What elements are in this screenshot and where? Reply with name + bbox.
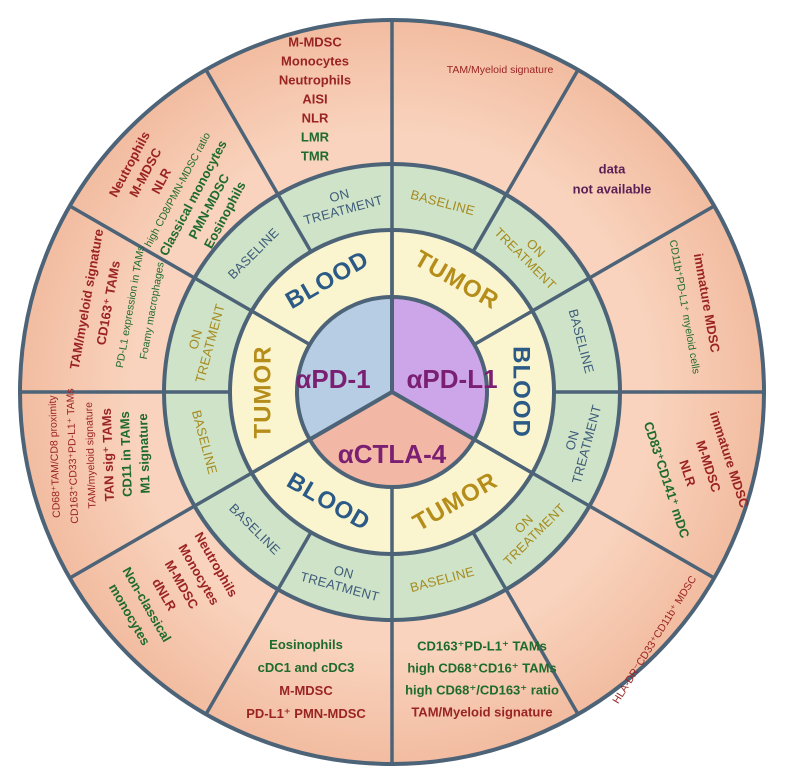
drug-label-pd1: αPD-1 bbox=[295, 364, 370, 394]
biomarker-group-ctla4-tumor-base: CD163⁺PD-L1⁺ TAMs high CD68⁺CD16⁺ TAMs hig… bbox=[405, 638, 559, 719]
biomarker-item: high CD68⁺CD16⁺ TAMs bbox=[407, 660, 556, 675]
biomarker-item: cDC1 and cDC3 bbox=[258, 660, 355, 675]
biomarker-item: TAN sig⁺ TAMs bbox=[99, 408, 117, 502]
biomarker-item: CD68⁺TAM/CD8 proximity bbox=[47, 394, 63, 518]
phase-divider bbox=[471, 530, 580, 716]
biomarker-item: CD11 in TAMs bbox=[117, 411, 135, 497]
drug-label-pdl1: αPD-L1 bbox=[406, 364, 497, 394]
biomarker-item: M-MDSC bbox=[288, 34, 342, 49]
compartment-divider bbox=[68, 204, 312, 347]
biomarker-item: not available bbox=[573, 181, 652, 196]
compartment-label-pdl1-blood: BLOOD bbox=[508, 346, 535, 438]
phase-divider bbox=[204, 68, 313, 254]
compartment-divider bbox=[68, 437, 312, 580]
compartment-divider bbox=[472, 437, 716, 580]
biomarker-item: M-MDSC bbox=[279, 683, 333, 698]
biomarker-item: Monocytes bbox=[281, 53, 349, 68]
biomarker-item: high CD68⁺/CD163⁺ ratio bbox=[405, 682, 559, 697]
phase-divider bbox=[204, 530, 313, 716]
biomarker-item: CD163⁺CD33⁺PD-L1⁺ TAMs bbox=[64, 388, 81, 524]
biomarker-item: AISI bbox=[302, 91, 327, 106]
biomarker-item: TAM/Myeloid signature bbox=[411, 704, 552, 719]
phase-label-line: ON bbox=[328, 186, 351, 206]
biomarker-group-pdl1-tumor-on: data not available bbox=[573, 161, 652, 196]
biomarker-item: Eosinophils bbox=[269, 637, 343, 652]
compartment-divider bbox=[472, 204, 716, 347]
biomarker-item: Neutrophils bbox=[279, 72, 351, 87]
biomarker-item: TAM/myeloid signature bbox=[83, 402, 99, 509]
compartment-label-pd1-tumor: TUMOR bbox=[249, 346, 276, 439]
biomarker-item: LMR bbox=[301, 129, 330, 144]
phase-label-line: ON bbox=[562, 429, 582, 452]
biomarker-item: CD163⁺PD-L1⁺ TAMs bbox=[417, 638, 547, 653]
biomarker-item: TAM/Myeloid signature bbox=[447, 64, 554, 76]
sector-dividers bbox=[18, 18, 766, 766]
biomarker-item: NLR bbox=[302, 110, 329, 125]
biomarker-item: TMR bbox=[301, 148, 330, 163]
biomarker-item: M1 signature bbox=[135, 413, 153, 494]
biomarker-item: PD-L1⁺ PMN-MDSC bbox=[246, 706, 366, 721]
phase-label-line: ON bbox=[186, 328, 206, 351]
phase-label-line: ON bbox=[332, 562, 355, 582]
drug-label-ctla4: αCTLA-4 bbox=[338, 439, 447, 469]
biomarker-group-pdl1-tumor-base: TAM/Myeloid signature bbox=[447, 64, 554, 76]
phase-divider bbox=[471, 68, 580, 254]
biomarker-item: data bbox=[599, 161, 627, 176]
